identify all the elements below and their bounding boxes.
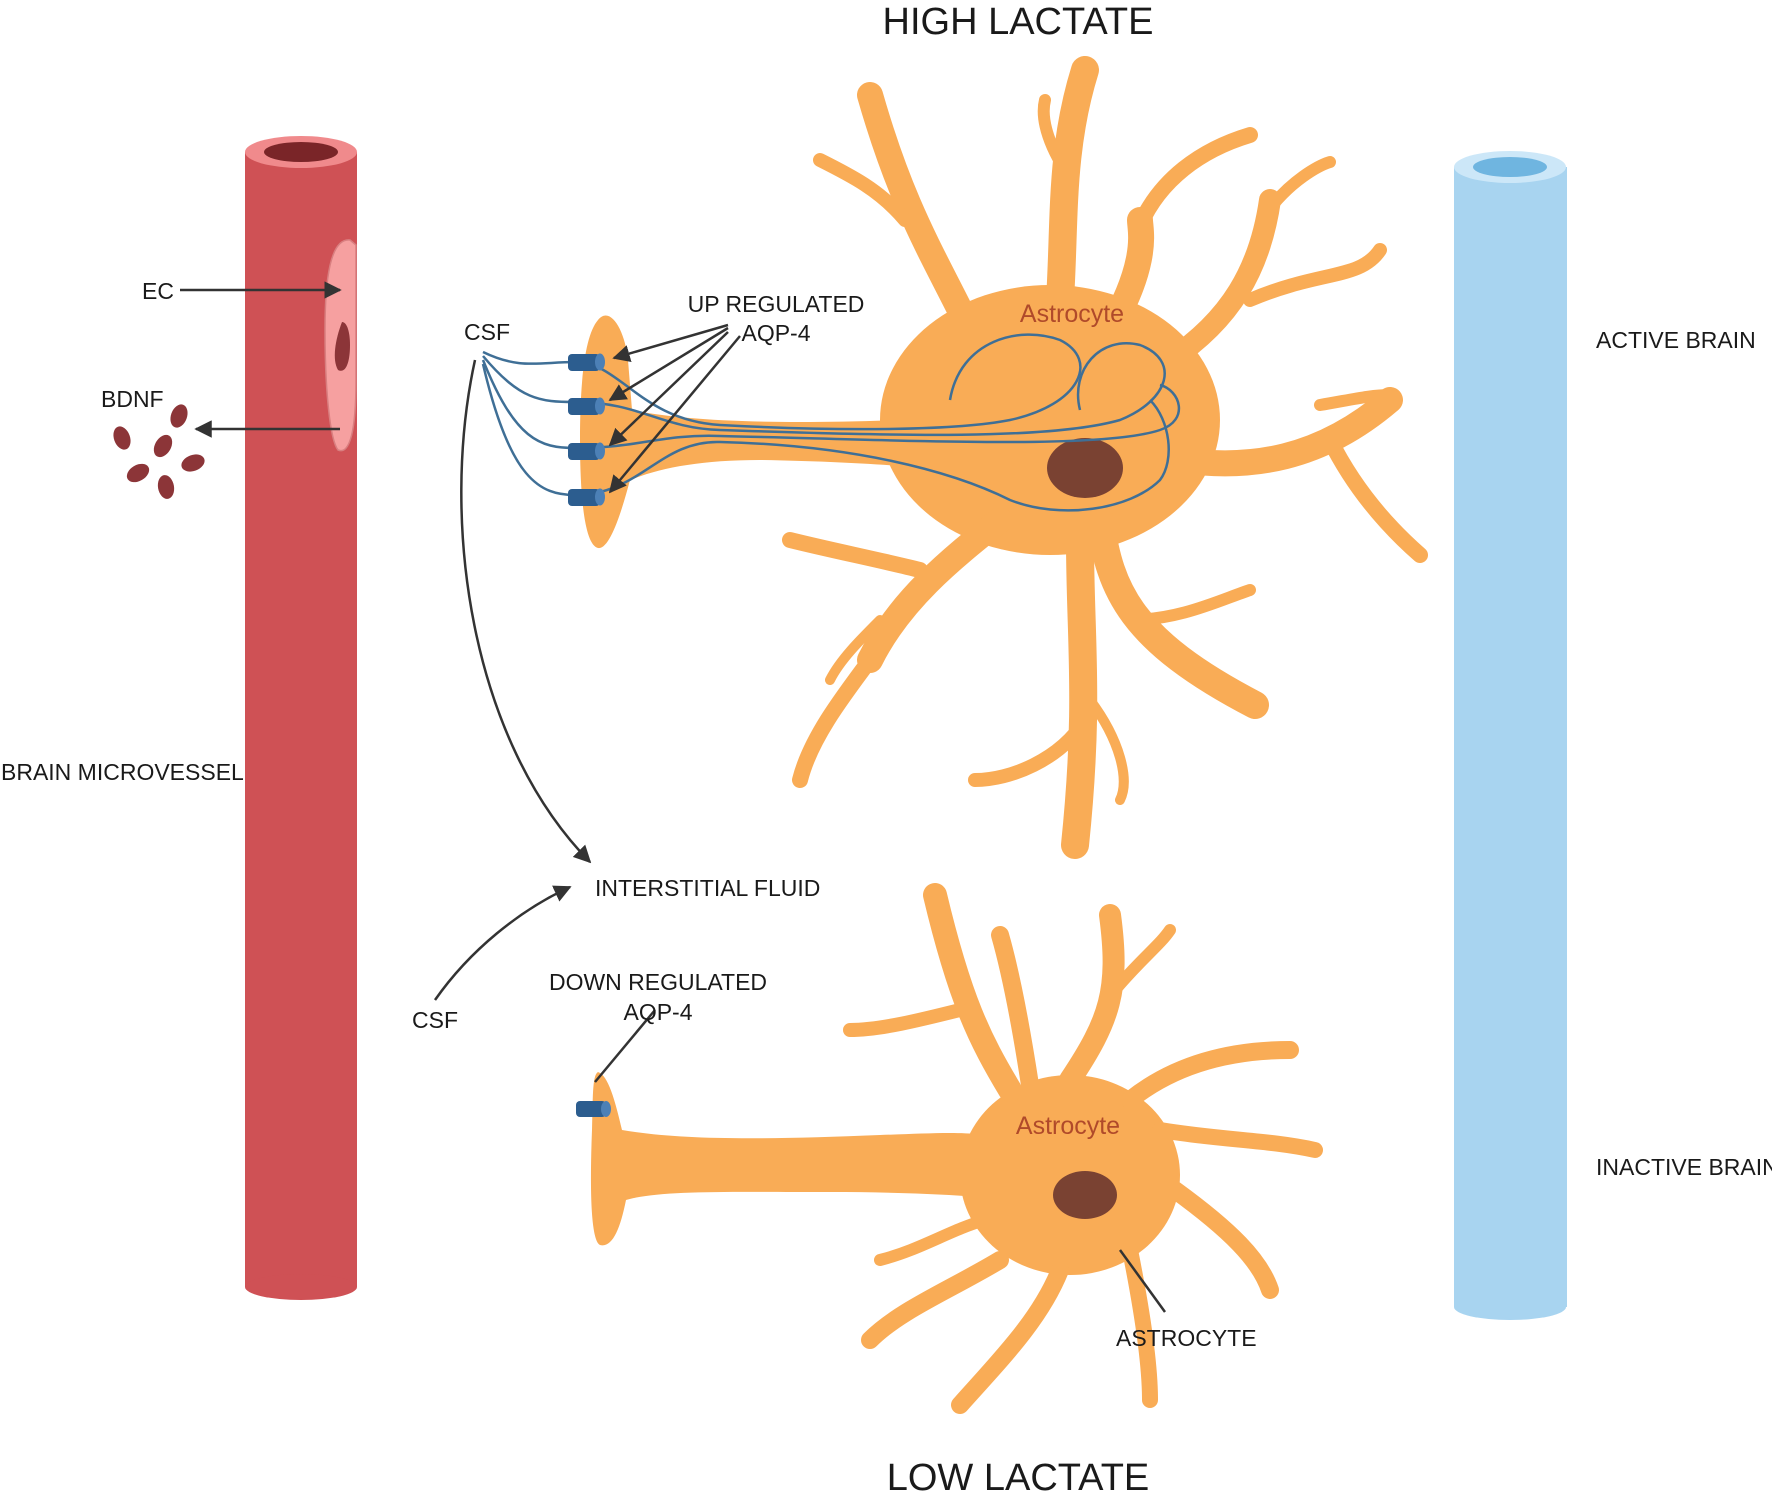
label-csf-top: CSF xyxy=(464,319,510,345)
vein-lumen xyxy=(1473,157,1547,177)
bdnf-particles xyxy=(113,404,205,499)
label-bdnf: BDNF xyxy=(101,386,164,412)
brain-microvessel xyxy=(245,136,357,1300)
label-active-brain: ACTIVE BRAIN xyxy=(1596,327,1756,353)
aqp4-channel-1 xyxy=(568,353,605,371)
microvessel-bottom xyxy=(245,1274,357,1300)
arrow-aqp4-3 xyxy=(608,331,729,447)
label-astrocyte-caps: ASTROCYTE xyxy=(1116,1325,1257,1351)
label-astrocyte-top: Astrocyte xyxy=(1020,300,1124,328)
label-ec: EC xyxy=(142,278,174,304)
label-brain-microvessel: BRAIN MICROVESSEL xyxy=(1,759,244,785)
aqp4-channels-up xyxy=(568,353,605,506)
label-interstitial-fluid: INTERSTITIAL FLUID xyxy=(595,875,820,901)
astrocyte-top xyxy=(580,56,1428,859)
label-down-regulated-line2: AQP-4 xyxy=(623,999,692,1025)
label-up-regulated-line1: UP REGULATED xyxy=(688,291,865,317)
astrocyte-top-nucleus xyxy=(1047,438,1123,498)
heading-high-lactate: HIGH LACTATE xyxy=(883,1,1154,43)
heading-low-lactate: LOW LACTATE xyxy=(887,1457,1150,1496)
astrocyte-bottom-nucleus xyxy=(1053,1171,1117,1219)
arrow-aqp4-4 xyxy=(608,335,741,494)
arrow-csf-to-interstitial xyxy=(460,359,592,864)
vein-body xyxy=(1454,167,1567,1307)
label-astrocyte-bottom: Astrocyte xyxy=(1016,1112,1120,1140)
label-csf-bottom: CSF xyxy=(412,1007,458,1033)
label-up-regulated-line2: AQP-4 xyxy=(741,320,810,346)
arrows xyxy=(180,281,1167,1313)
pointer-down-regulated xyxy=(594,1009,656,1083)
aqp4-channel-down xyxy=(576,1101,611,1117)
aqp4-channel-4 xyxy=(568,488,605,506)
label-inactive-brain: INACTIVE BRAIN xyxy=(1596,1154,1772,1180)
endothelial-nucleus xyxy=(334,322,350,371)
vein-bottom xyxy=(1454,1294,1566,1320)
arrow-aqp4-2 xyxy=(608,326,729,402)
vein-tube xyxy=(1454,151,1567,1320)
label-down-regulated-line1: DOWN REGULATED xyxy=(549,969,767,995)
aqp4-channel-3 xyxy=(568,442,605,460)
microvessel-lumen xyxy=(264,142,338,162)
arrow-aqp4-1 xyxy=(612,323,729,363)
arrow-csf-bottom xyxy=(433,885,572,1001)
pointer-astrocyte xyxy=(1118,1249,1167,1313)
aqp4-channel-2 xyxy=(568,397,605,415)
